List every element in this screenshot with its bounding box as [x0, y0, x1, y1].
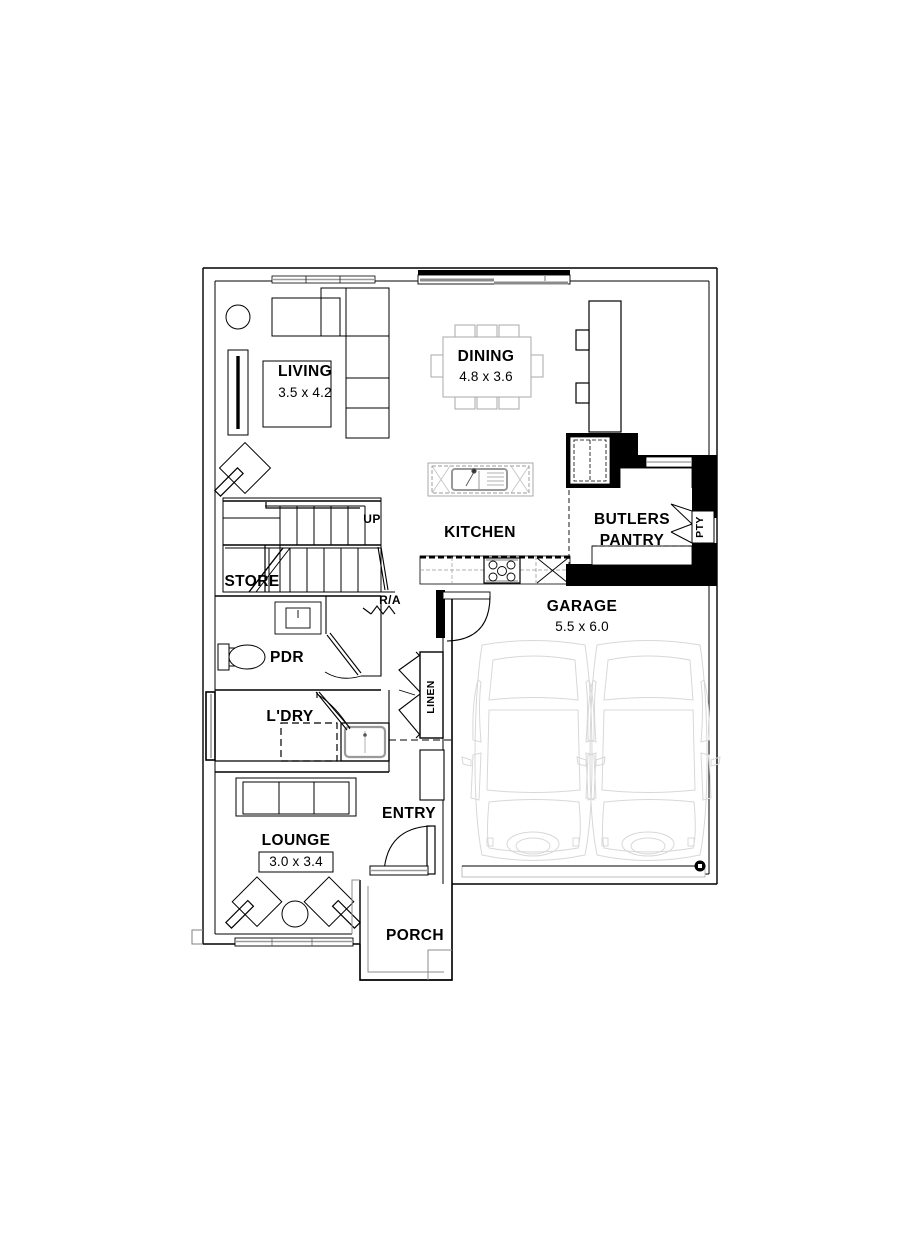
label-stair-up: UP	[363, 512, 380, 526]
tv-unit	[227, 349, 249, 436]
armchair-left	[225, 876, 283, 929]
linen-cupboard	[398, 651, 444, 739]
round-coffee-table	[281, 900, 309, 928]
label-butlers: BUTLERS	[594, 511, 670, 528]
laundry-fixtures	[205, 691, 452, 773]
label-lounge: LOUNGE	[262, 832, 331, 849]
label-return-air: R/A	[379, 593, 401, 607]
armchair-right	[303, 876, 361, 929]
vanity-basin	[274, 601, 322, 635]
label-living: LIVING	[278, 363, 332, 380]
sideboard-cabinet	[575, 300, 622, 433]
label-store: STORE	[224, 573, 279, 590]
dining-table-8-seat	[430, 324, 544, 410]
label-entry: ENTRY	[382, 805, 436, 822]
sofa-sectional	[271, 287, 390, 439]
entry-elements	[369, 590, 491, 884]
garage-door	[461, 865, 706, 878]
pdr-fixtures	[215, 595, 382, 691]
coffee-table	[262, 360, 332, 428]
kitchen-island	[427, 462, 534, 497]
porch-edge-trace	[351, 879, 452, 980]
label-pdr: PDR	[270, 649, 304, 666]
lounge-dim-box	[258, 851, 334, 873]
label-kitchen: KITCHEN	[444, 524, 516, 541]
label-pantry: PANTRY	[600, 532, 665, 549]
label-living-dim: 3.5 x 4.2	[278, 385, 332, 400]
label-garage-dim: 5.5 x 6.0	[555, 619, 609, 634]
label-porch: PORCH	[386, 927, 444, 944]
butlers-pantry-walls	[566, 433, 717, 586]
sofa-3-seat	[235, 777, 357, 817]
label-pty: PTY	[694, 516, 706, 538]
window-dining-sliding-door	[417, 270, 571, 285]
toilet	[217, 643, 266, 671]
garage-access-door	[436, 590, 491, 642]
front-door	[369, 825, 436, 876]
label-ldry: L'DRY	[266, 708, 314, 725]
stair-door	[377, 546, 389, 591]
armchair-diagonal	[214, 441, 272, 497]
porch-outline	[359, 880, 453, 981]
floor-waste-icon	[694, 860, 706, 872]
entry-cabinet	[419, 749, 445, 801]
linen-bifold-doors	[398, 651, 421, 739]
left-wall-return	[191, 929, 203, 945]
garage-cars	[461, 640, 721, 861]
label-dining: DINING	[458, 348, 515, 365]
sink-tap	[465, 468, 477, 487]
cooktop	[483, 557, 521, 584]
round-side-table	[225, 304, 251, 330]
staircase	[222, 497, 389, 593]
kitchen-bench-run	[419, 555, 571, 585]
car-right	[576, 640, 721, 861]
label-lounge-dim: 3.0 x 3.4	[269, 854, 323, 869]
return-air-symbol	[362, 591, 396, 615]
label-garage: GARAGE	[547, 598, 617, 615]
pantry-bifold-doors	[670, 503, 693, 544]
window-laundry	[205, 691, 216, 761]
pdr-door	[324, 632, 362, 679]
window-living-top	[271, 275, 376, 284]
label-dining-dim: 4.8 x 3.6	[459, 369, 513, 384]
laundry-tub	[340, 722, 390, 762]
drainer-grooves	[487, 472, 504, 486]
lounge-furniture	[225, 777, 361, 929]
ldry-door	[315, 691, 351, 731]
label-linen: LINEN	[425, 680, 437, 714]
living-furniture	[214, 287, 390, 497]
annotations: UP R/A LINEN PTY	[363, 512, 706, 714]
window-lounge-bottom	[234, 937, 354, 947]
room-labels: LIVING 3.5 x 4.2 DINING 4.8 x 3.6 KITCHE…	[224, 348, 670, 944]
dining-furniture	[430, 324, 544, 410]
